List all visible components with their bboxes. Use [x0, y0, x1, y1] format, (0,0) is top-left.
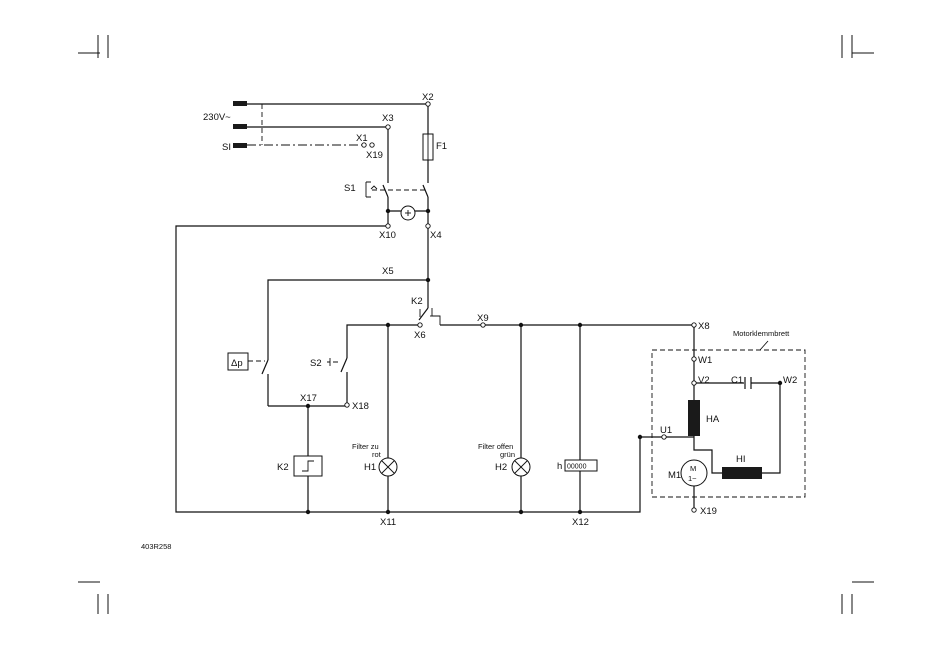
- hour-meter: 00000: [565, 460, 597, 471]
- hour-meter-digits: 00000: [567, 464, 587, 471]
- lamp-h1: [379, 458, 397, 476]
- switch-s2-label: S2: [310, 358, 322, 369]
- lamp-h2-label: H2: [495, 462, 507, 473]
- terminal-x4: X4: [430, 230, 442, 241]
- lamp-h2-caption-2: grün: [500, 450, 515, 459]
- winding-ha-label: HA: [706, 414, 720, 425]
- terminal-x1: X1: [356, 133, 368, 144]
- plug-terminal-l: [233, 101, 247, 106]
- supply-voltage-label: 230V~: [203, 112, 231, 123]
- relay-contact-label: K2: [411, 296, 423, 307]
- lamp-h1-caption-2: rot: [372, 450, 382, 459]
- terminal-x19-motor: X19: [700, 506, 717, 517]
- terminal-w2: W2: [783, 375, 797, 386]
- fuse-label: F1: [436, 141, 447, 152]
- motor-symbol-phase: 1~: [688, 474, 697, 483]
- terminal-x12: X12: [572, 517, 589, 528]
- main-switch-s1: [366, 129, 430, 228]
- plug-terminal-si: [233, 143, 247, 148]
- supply-leads: [233, 101, 430, 148]
- terminal-x11: X11: [380, 517, 396, 528]
- relay-coil-k2: [294, 456, 322, 476]
- terminal-x5: X5: [382, 266, 394, 277]
- winding-hi: [722, 467, 762, 479]
- pressure-switch-label: Δp: [231, 358, 243, 369]
- terminal-v2: V2: [698, 375, 710, 386]
- capacitor-c1: [745, 377, 751, 389]
- capacitor-label: C1: [731, 375, 743, 386]
- terminal-x18: X18: [352, 401, 369, 412]
- terminal-w1: W1: [698, 355, 712, 366]
- safety-input-label: SI: [222, 142, 231, 153]
- motor-board-title: Motorklemmbrett: [733, 329, 790, 338]
- terminal-x9: X9: [477, 313, 489, 324]
- terminal-x10: X10: [379, 230, 396, 241]
- terminal-x19-top: X19: [366, 150, 383, 161]
- relay-contact-k2: [419, 308, 440, 325]
- winding-ha: [688, 400, 700, 436]
- terminal-x3: X3: [382, 113, 394, 124]
- main-switch-label: S1: [344, 183, 356, 194]
- switch-s2: [327, 358, 349, 407]
- terminal-x8: X8: [698, 321, 710, 332]
- motor-label: M1: [668, 470, 681, 481]
- hour-meter-label: h: [557, 461, 562, 472]
- drawing-number: 403R258: [141, 542, 171, 551]
- winding-hi-label: HI: [736, 454, 746, 465]
- terminal-x17: X17: [300, 393, 317, 404]
- terminal-x6: X6: [414, 330, 426, 341]
- terminal-x2: X2: [422, 92, 434, 103]
- motor-symbol-m: M: [690, 464, 696, 473]
- terminal-u1: U1: [660, 425, 672, 436]
- plug-terminal-n: [233, 124, 247, 129]
- lamp-h1-label: H1: [364, 462, 376, 473]
- lamp-h2: [512, 458, 530, 476]
- relay-coil-label: K2: [277, 462, 289, 473]
